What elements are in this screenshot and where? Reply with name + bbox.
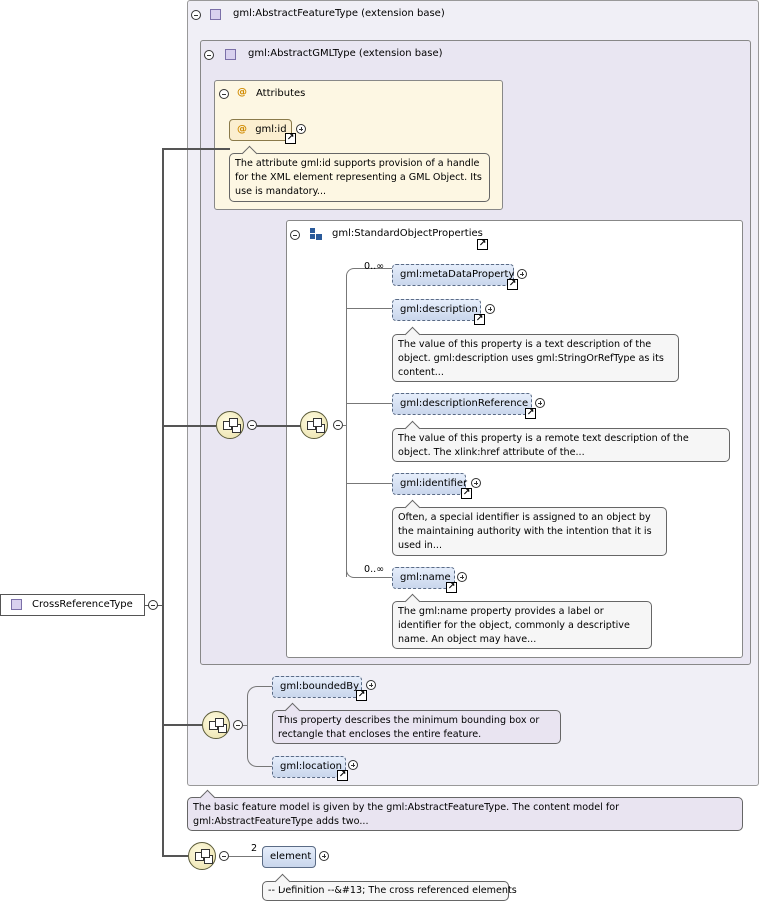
branch-name bbox=[357, 577, 392, 578]
sequence-compositor-4[interactable] bbox=[188, 842, 216, 870]
seq1-to-seq2-connector bbox=[257, 425, 301, 427]
name-expand-button[interactable] bbox=[457, 572, 467, 582]
complex-type-icon bbox=[210, 9, 221, 20]
root-connector-to-sequence3 bbox=[162, 724, 202, 726]
collapse-sequence-2[interactable] bbox=[333, 420, 343, 430]
attribute-at-icon-2: @ bbox=[237, 124, 247, 135]
description-reference-expand-button[interactable] bbox=[535, 398, 545, 408]
complex-type-icon-root bbox=[11, 599, 22, 610]
root-label: CrossReferenceType bbox=[32, 599, 133, 610]
root-connector-to-attr bbox=[162, 148, 230, 150]
element-note: -- Definition --&#13; The cross referenc… bbox=[262, 881, 517, 901]
complex-type-icon-2 bbox=[225, 49, 236, 60]
collapse-root-button[interactable] bbox=[148, 600, 158, 610]
seq3-branch-bottom-curve bbox=[247, 725, 272, 767]
branch-description-reference bbox=[346, 403, 392, 404]
collapse-sequence-4[interactable] bbox=[219, 851, 229, 861]
gml-id-note: The attribute gml:id supports provision … bbox=[229, 153, 490, 202]
metadata-expand-button[interactable] bbox=[517, 269, 527, 279]
sequence-compositor-2[interactable] bbox=[300, 411, 328, 439]
seq2-branch-bottom-curve bbox=[346, 568, 358, 578]
name-note: The gml:name property provides a label o… bbox=[392, 601, 652, 649]
name-cardinality: 0..∞ bbox=[364, 564, 385, 575]
metadata-property-element[interactable]: gml:metaDataProperty bbox=[392, 264, 514, 286]
element-node[interactable]: element bbox=[262, 846, 316, 868]
description-reference-link-icon[interactable]: ↗ bbox=[525, 408, 536, 419]
sequence-compositor-3[interactable] bbox=[202, 711, 230, 739]
element-cardinality: 2 bbox=[251, 843, 258, 854]
collapse-sop-button[interactable] bbox=[290, 230, 300, 240]
collapse-gml-button[interactable] bbox=[204, 50, 214, 60]
description-link-icon[interactable]: ↗ bbox=[474, 314, 485, 325]
branch-description bbox=[346, 308, 392, 309]
seq4-to-element-connector bbox=[229, 856, 262, 857]
metadata-link-icon[interactable]: ↗ bbox=[507, 279, 518, 290]
root-node[interactable]: CrossReferenceType bbox=[0, 594, 145, 616]
seq2-branch-top-curve bbox=[346, 268, 358, 278]
sequence-compositor-1[interactable] bbox=[216, 411, 244, 439]
seq2-branch-vertical bbox=[346, 275, 347, 577]
location-element[interactable]: gml:location bbox=[272, 756, 346, 778]
description-element[interactable]: gml:description bbox=[392, 299, 481, 321]
location-link-icon[interactable]: ↗ bbox=[337, 770, 348, 781]
collapse-sequence-3[interactable] bbox=[233, 720, 243, 730]
gml-panel-title: gml:AbstractGMLType (extension base) bbox=[248, 48, 443, 59]
root-connector-to-sequence4 bbox=[162, 855, 188, 857]
seq2-connector bbox=[343, 425, 347, 426]
element-expand-button[interactable] bbox=[319, 851, 329, 861]
attribute-at-icon: @ bbox=[237, 87, 247, 98]
bounded-by-note: This property describes the minimum boun… bbox=[272, 710, 561, 744]
feature-panel-title: gml:AbstractFeatureType (extension base) bbox=[233, 8, 445, 19]
attributes-title: Attributes bbox=[256, 88, 306, 99]
collapse-feature-button[interactable] bbox=[191, 10, 201, 20]
feature-type-note: The basic feature model is given by the … bbox=[187, 797, 743, 831]
description-reference-element[interactable]: gml:descriptionReference bbox=[392, 393, 532, 415]
gml-id-label: gml:id bbox=[255, 124, 287, 135]
branch-metadata bbox=[357, 268, 392, 269]
branch-identifier bbox=[346, 483, 392, 484]
seq3-branch-top-curve bbox=[247, 686, 272, 726]
identifier-expand-button[interactable] bbox=[471, 478, 481, 488]
gml-id-attribute[interactable]: @ gml:id bbox=[229, 119, 292, 141]
gml-id-link-icon[interactable]: ↗ bbox=[285, 133, 296, 144]
root-connector-to-sequence1 bbox=[162, 425, 216, 427]
bounded-by-link-icon[interactable]: ↗ bbox=[356, 690, 367, 701]
metadata-cardinality: 0..∞ bbox=[364, 261, 385, 272]
identifier-note: Often, a special identifier is assigned … bbox=[392, 507, 667, 556]
sop-title: gml:StandardObjectProperties bbox=[332, 228, 483, 239]
name-link-icon[interactable]: ↗ bbox=[446, 582, 457, 593]
description-expand-button[interactable] bbox=[485, 304, 495, 314]
collapse-attributes-button[interactable] bbox=[219, 89, 229, 99]
bounded-by-element[interactable]: gml:boundedBy bbox=[272, 676, 362, 698]
collapse-sequence-1[interactable] bbox=[247, 420, 257, 430]
name-element[interactable]: gml:name bbox=[392, 567, 455, 589]
description-note: The value of this property is a text des… bbox=[392, 334, 679, 382]
root-connector-vertical bbox=[162, 148, 164, 856]
seq3-connector bbox=[243, 725, 248, 726]
location-expand-button[interactable] bbox=[348, 760, 358, 770]
description-reference-note: The value of this property is a remote t… bbox=[392, 428, 730, 462]
sop-link-icon[interactable]: ↗ bbox=[477, 239, 488, 250]
bounded-by-expand-button[interactable] bbox=[366, 680, 376, 690]
identifier-link-icon[interactable]: ↗ bbox=[461, 488, 472, 499]
group-icon bbox=[310, 228, 322, 240]
identifier-element[interactable]: gml:identifier bbox=[392, 473, 467, 495]
gml-id-expand-button[interactable] bbox=[296, 124, 306, 134]
